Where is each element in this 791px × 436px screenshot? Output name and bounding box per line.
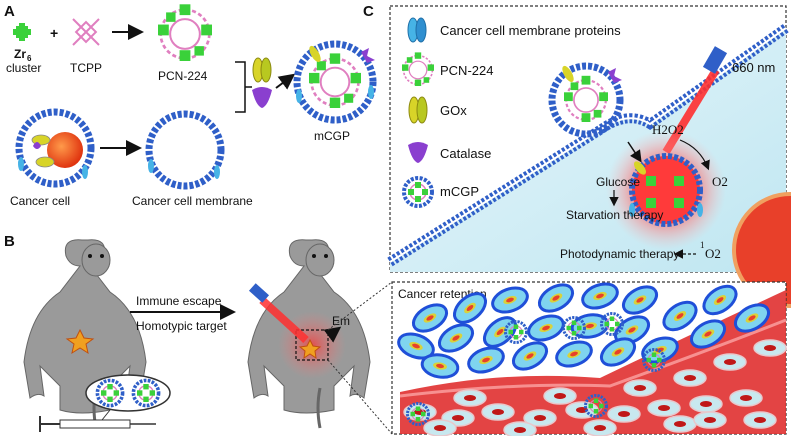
red-blood-cell: [663, 415, 697, 433]
singlet-oxygen-label: O2: [705, 246, 721, 261]
red-blood-cell: [503, 421, 537, 436]
starvation-therapy-label: Starvation therapy: [566, 208, 663, 222]
red-blood-cell: [713, 353, 747, 371]
nucleus-corner: [732, 192, 791, 308]
red-blood-cell: [481, 403, 515, 421]
cancer-cell-membrane-icon: [145, 110, 225, 190]
mcgp-large-icon: [293, 40, 377, 124]
pcn224-large-icon: [156, 2, 214, 63]
blood-vessel: [400, 290, 786, 434]
pcn224-label: PCN-224: [158, 69, 208, 83]
photodynamic-therapy-label: Photodynamic therapy: [560, 247, 679, 261]
injection-bubble: [85, 374, 171, 412]
panel-c-letter: C: [363, 3, 374, 20]
tumor-region-box: [295, 329, 329, 361]
mcgp-label: mCGP: [314, 129, 350, 143]
tcpp-label: TCPP: [70, 61, 102, 75]
em-label: Em: [332, 314, 350, 328]
tumor-star-right-icon: [298, 338, 322, 360]
red-blood-cell: [453, 389, 487, 407]
legend: Cancer cell membrane proteins PCN-224 GO…: [401, 17, 621, 208]
arrow-to-mcgp: [275, 73, 296, 90]
red-blood-cell: [729, 389, 763, 407]
red-blood-cell: [543, 387, 577, 405]
h2o2-label: H2O2: [652, 122, 684, 137]
mouse-left-icon: [23, 239, 147, 429]
red-blood-cell: [583, 419, 617, 436]
red-blood-cell: [565, 401, 599, 419]
laser-wavelength-label: 660 nm: [732, 60, 775, 75]
panel-b: B Immune escape Homotypic target: [4, 233, 393, 435]
tumor-star-icon: [65, 328, 95, 355]
internalized-mcgp-icon: [629, 153, 703, 227]
legend-label-2: GOx: [440, 103, 467, 118]
red-blood-cell: [623, 379, 657, 397]
panel-a: A Zr 6 cluster + TCPP PCN-224: [4, 2, 377, 208]
red-blood-cell: [693, 411, 727, 429]
red-blood-cell: [607, 405, 641, 423]
red-blood-cell: [689, 395, 723, 413]
zr-subscript: 6: [27, 54, 32, 63]
red-blood-cell: [743, 411, 777, 429]
immune-escape-label: Immune escape: [136, 294, 222, 308]
legend-label-4: mCGP: [440, 184, 479, 199]
mcgp-docking-icon: [548, 62, 624, 138]
zr-cluster-label: cluster: [6, 61, 41, 75]
syringe-icon: [39, 409, 156, 432]
red-blood-cell: [753, 339, 787, 357]
panel-a-letter: A: [4, 3, 15, 20]
o2-label: O2: [712, 174, 728, 189]
tcpp-icon: [72, 18, 100, 46]
cancer-cell-membrane-label: Cancer cell membrane: [132, 194, 253, 208]
singlet-oxygen-sup: 1: [700, 240, 705, 250]
legend-label-3: Catalase: [440, 146, 491, 161]
gox-icon: [408, 96, 428, 124]
red-blood-cell: [647, 399, 681, 417]
cancer-cell-icon: [15, 108, 95, 188]
gox-catalase-pair-icon: [252, 57, 272, 108]
legend-label-1: PCN-224: [440, 63, 493, 78]
panel-b-letter: B: [4, 233, 15, 250]
homotypic-target-label: Homotypic target: [136, 319, 227, 333]
red-blood-cell: [673, 369, 707, 387]
cancer-cell-label: Cancer cell: [10, 194, 70, 208]
red-blood-cell: [423, 419, 457, 436]
legend-label-0: Cancer cell membrane proteins: [440, 23, 621, 38]
laser-b-icon: [248, 283, 309, 343]
catalase-icon: [408, 142, 428, 163]
plus-sign: +: [50, 25, 58, 41]
membrane-protein-icon: [407, 17, 427, 43]
zr-label: Zr: [14, 47, 26, 61]
combine-bracket: [235, 61, 252, 113]
glucose-label: Glucose: [596, 175, 640, 189]
zr6-cluster-icon: [13, 23, 31, 41]
